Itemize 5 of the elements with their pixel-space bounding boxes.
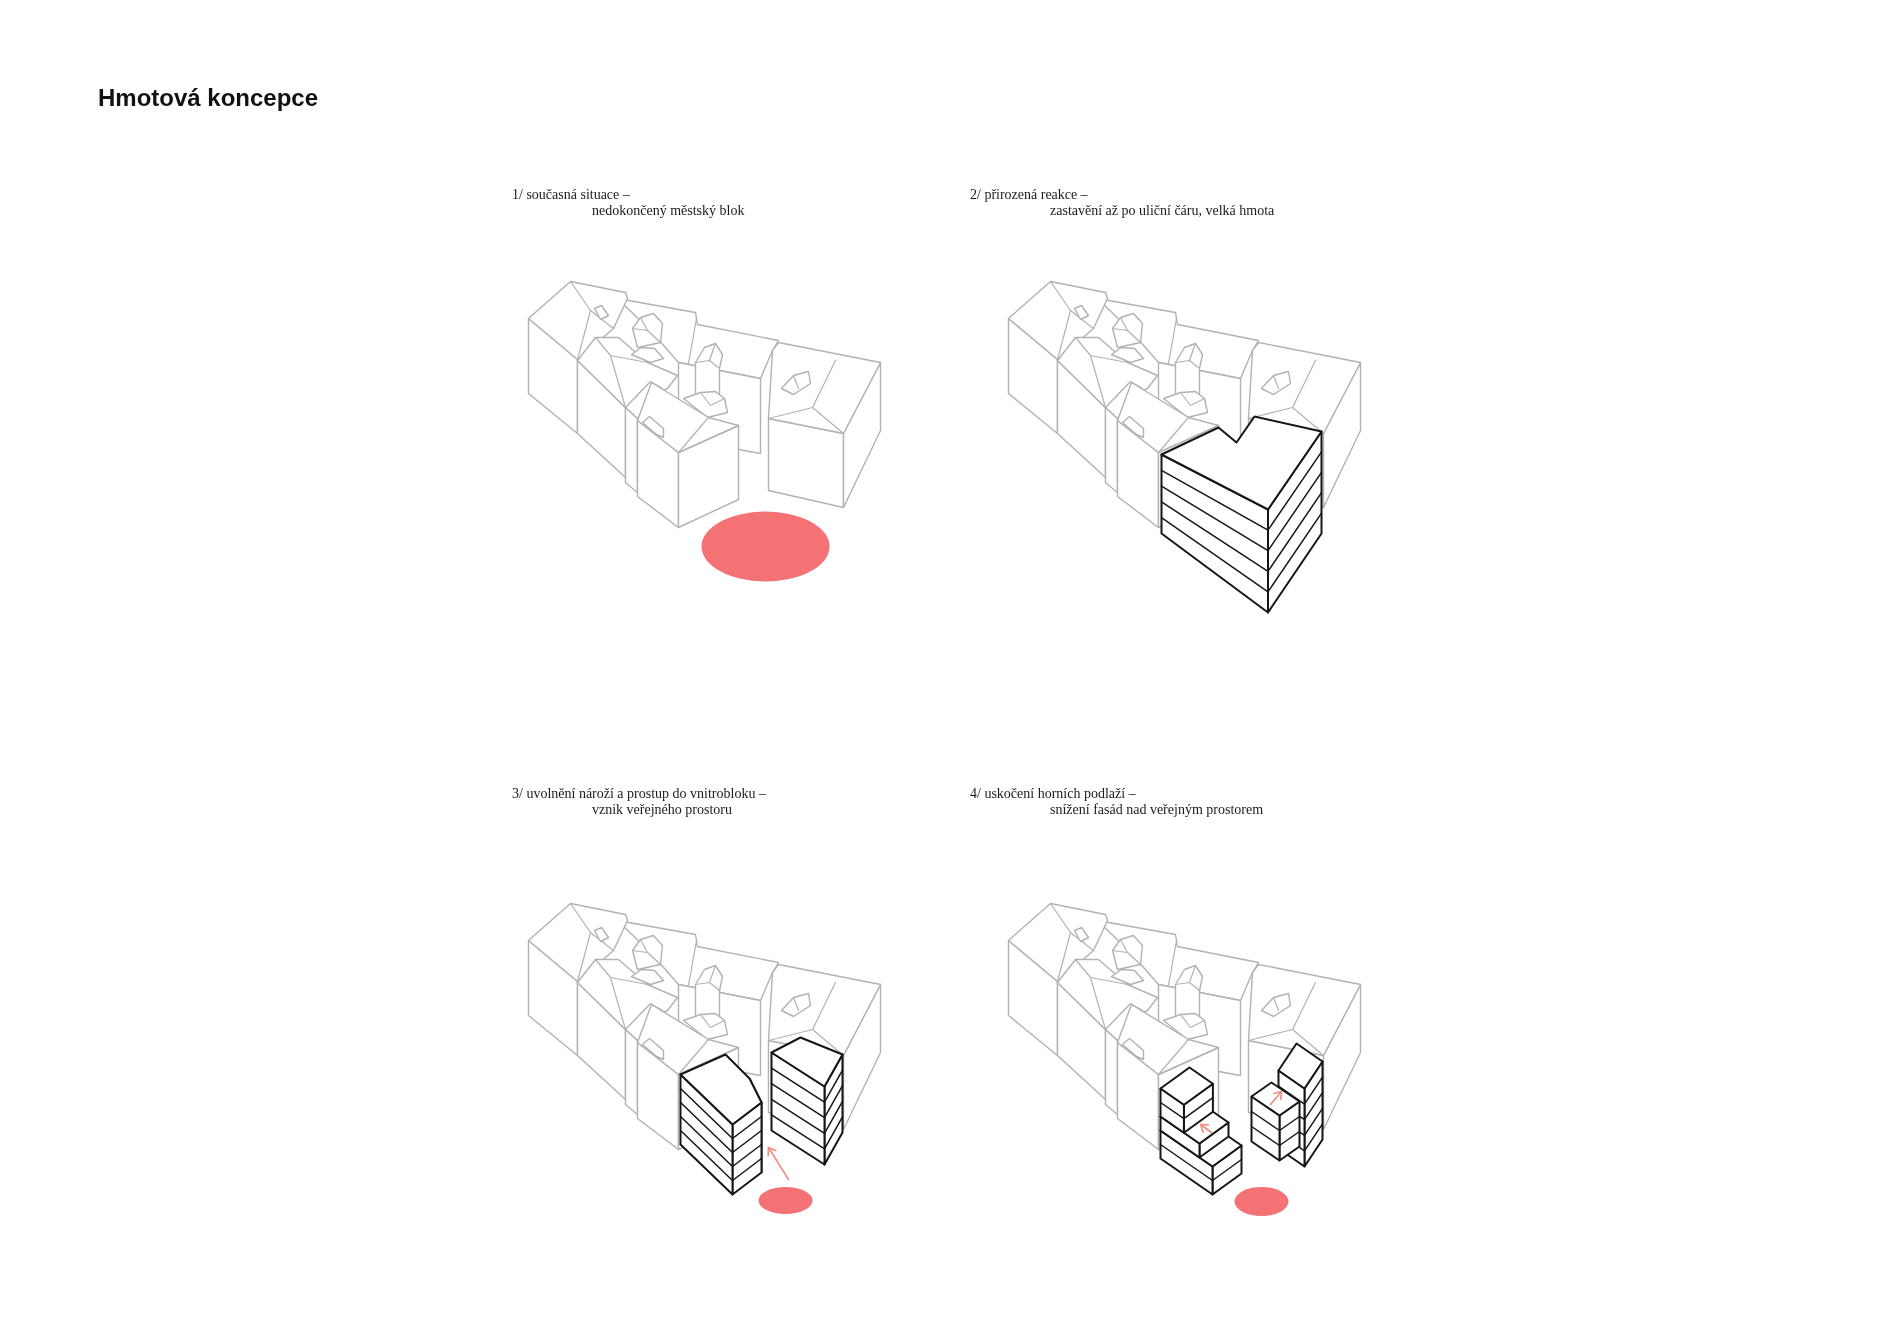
panel-caption: 1/ současná situace – nedokončený městský blok (512, 187, 745, 219)
panel-caption: 2/ přirozená reakce – zastavění až po uliční čáru, velká hmota (970, 187, 1275, 219)
panel-caption: 3/ uvolnění nároží a prostup do vnitrobloku – vznik veřejného prostoru (512, 786, 766, 818)
page-title: Hmotová koncepce (98, 84, 319, 112)
panel-caption: 4/ uskočení horních podlaží – snížení fasád nad veřejným prostorem (970, 786, 1264, 818)
